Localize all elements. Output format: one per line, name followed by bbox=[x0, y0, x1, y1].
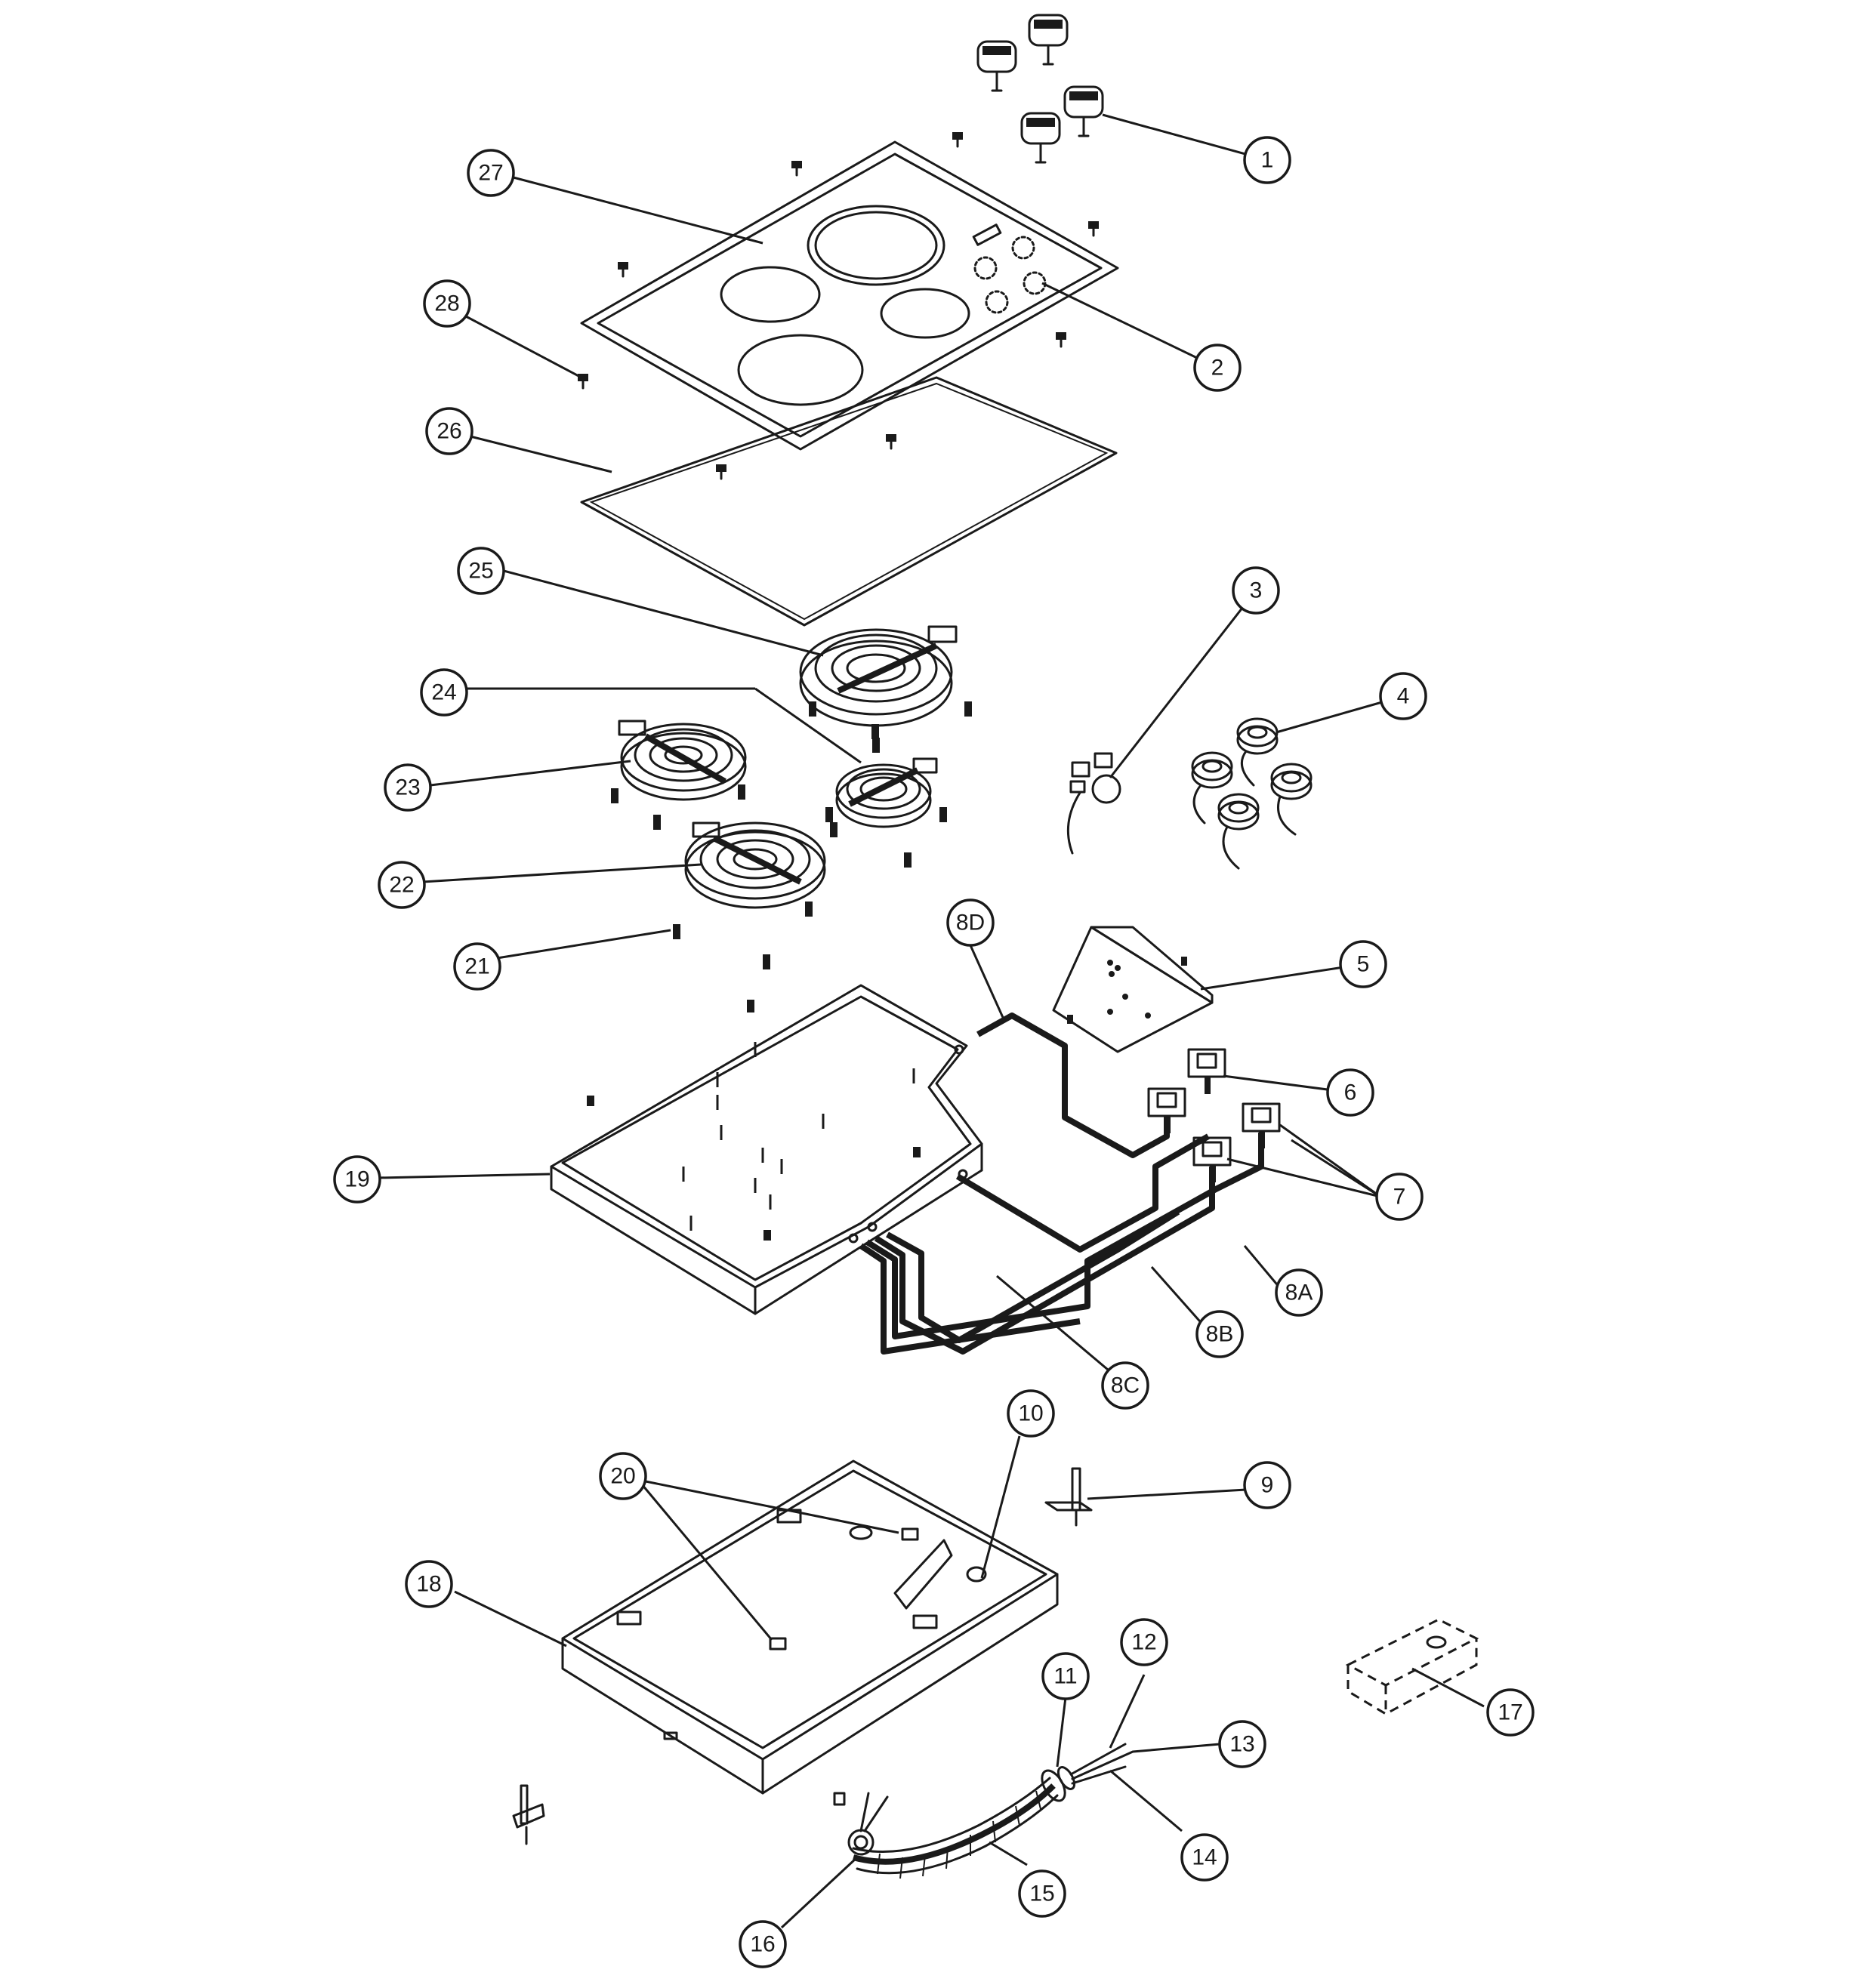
callout-8d: 8D bbox=[946, 898, 995, 947]
callout-8a: 8A bbox=[1275, 1268, 1323, 1317]
callout-15: 15 bbox=[1018, 1869, 1066, 1918]
callout-3: 3 bbox=[1232, 566, 1280, 615]
callout-13-label: 13 bbox=[1229, 1732, 1254, 1757]
callout-24-label: 24 bbox=[431, 680, 456, 705]
callout-11-label: 11 bbox=[1053, 1664, 1077, 1689]
callout-17: 17 bbox=[1486, 1688, 1535, 1737]
medium-heating-element-left bbox=[611, 720, 747, 830]
large-heating-element bbox=[799, 625, 972, 739]
callout-8d-label: 8D bbox=[956, 911, 985, 935]
callout-20: 20 bbox=[599, 1452, 647, 1500]
callout-22: 22 bbox=[378, 861, 426, 909]
callout-8b: 8B bbox=[1195, 1310, 1244, 1358]
callout-22-label: 22 bbox=[389, 873, 414, 898]
wiring-harnesses bbox=[859, 1012, 1264, 1355]
accessory-box bbox=[1345, 1618, 1479, 1715]
callout-12: 12 bbox=[1120, 1618, 1168, 1666]
callout-28: 28 bbox=[423, 279, 471, 328]
callout-1-label: 1 bbox=[1261, 148, 1274, 173]
callout-23: 23 bbox=[384, 763, 432, 812]
callout-7: 7 bbox=[1375, 1173, 1424, 1221]
infinite-switches bbox=[1191, 717, 1313, 870]
callout-25: 25 bbox=[457, 547, 505, 595]
power-cord-assembly bbox=[833, 1743, 1134, 1879]
callout-3-label: 3 bbox=[1250, 578, 1263, 603]
callout-11: 11 bbox=[1041, 1652, 1090, 1700]
callout-6: 6 bbox=[1326, 1068, 1374, 1117]
callout-26-label: 26 bbox=[436, 419, 461, 444]
leader-lines bbox=[377, 113, 1485, 1929]
small-heating-element bbox=[684, 821, 912, 917]
callout-16-label: 16 bbox=[750, 1932, 775, 1957]
callout-14: 14 bbox=[1180, 1833, 1229, 1882]
callout-15-label: 15 bbox=[1029, 1882, 1054, 1906]
callout-2-label: 2 bbox=[1211, 356, 1224, 381]
callout-20-label: 20 bbox=[610, 1464, 635, 1489]
callout-9-label: 9 bbox=[1261, 1473, 1274, 1498]
callout-17-label: 17 bbox=[1498, 1700, 1522, 1725]
callout-6-label: 6 bbox=[1344, 1080, 1357, 1105]
gasket bbox=[580, 376, 1118, 627]
callout-19-label: 19 bbox=[344, 1167, 369, 1192]
callout-16: 16 bbox=[739, 1920, 787, 1968]
glass-cooktop-surface bbox=[580, 140, 1119, 451]
hold-down-bracket bbox=[512, 1784, 545, 1845]
callout-24: 24 bbox=[420, 668, 468, 717]
callout-9: 9 bbox=[1243, 1461, 1291, 1509]
callout-18-label: 18 bbox=[416, 1572, 441, 1597]
callout-25-label: 25 bbox=[468, 559, 493, 584]
callout-14-label: 14 bbox=[1192, 1845, 1217, 1870]
callout-5: 5 bbox=[1339, 940, 1387, 988]
callout-26: 26 bbox=[425, 407, 474, 455]
callout-1: 1 bbox=[1243, 136, 1291, 184]
callout-19: 19 bbox=[333, 1155, 381, 1204]
callout-27-label: 27 bbox=[478, 161, 503, 186]
callout-4-label: 4 bbox=[1397, 684, 1410, 709]
callout-27: 27 bbox=[467, 149, 515, 197]
callout-8c-label: 8C bbox=[1111, 1373, 1140, 1398]
base-pan bbox=[561, 1459, 1059, 1795]
callout-28-label: 28 bbox=[434, 291, 459, 316]
element-mounting-screws bbox=[673, 924, 770, 1012]
callout-12-label: 12 bbox=[1131, 1630, 1156, 1655]
indicator-switch bbox=[1066, 752, 1121, 855]
callout-13: 13 bbox=[1218, 1720, 1266, 1768]
callout-18: 18 bbox=[405, 1560, 453, 1608]
screws bbox=[578, 132, 1099, 480]
control-knobs bbox=[976, 14, 1104, 164]
callout-23-label: 23 bbox=[395, 775, 420, 800]
callout-21: 21 bbox=[453, 942, 501, 991]
callout-5-label: 5 bbox=[1357, 952, 1370, 977]
element-support-tray bbox=[550, 984, 983, 1315]
callout-2: 2 bbox=[1193, 344, 1242, 392]
callout-4: 4 bbox=[1379, 672, 1427, 720]
callout-8b-label: 8B bbox=[1206, 1322, 1234, 1347]
callout-21-label: 21 bbox=[464, 954, 489, 979]
callout-7-label: 7 bbox=[1393, 1185, 1406, 1210]
callout-8a-label: 8A bbox=[1285, 1281, 1313, 1305]
callout-10: 10 bbox=[1007, 1389, 1055, 1438]
mounting-bracket bbox=[1044, 1467, 1093, 1527]
control-panel-bracket bbox=[1052, 926, 1214, 1053]
callout-8c: 8C bbox=[1101, 1361, 1149, 1410]
callout-10-label: 10 bbox=[1018, 1401, 1043, 1426]
medium-heating-element-right bbox=[825, 738, 947, 828]
